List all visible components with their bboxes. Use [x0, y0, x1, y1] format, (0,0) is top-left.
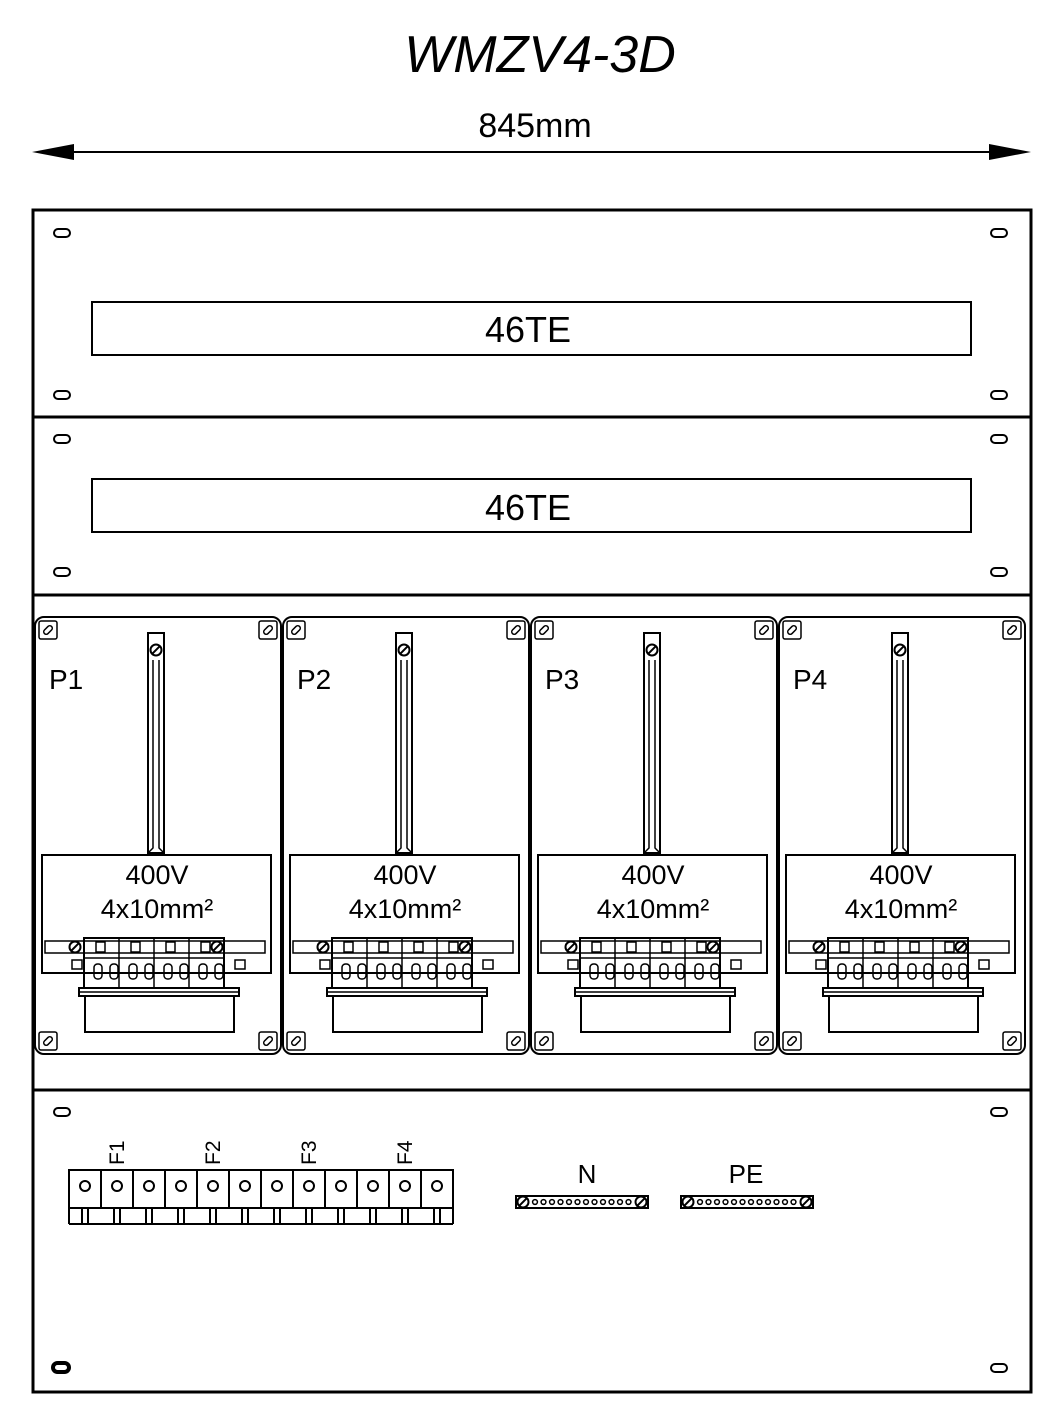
meter-panel-3: P3 400V 4x10mm² [530, 616, 778, 1055]
bottom-panel: F1 F2 F3 F4 N PE [51, 1107, 1008, 1374]
module-width-label-2: 46TE [485, 487, 571, 528]
width-dimension-arrow [32, 144, 1031, 160]
fuse-label-f3: F3 [298, 1140, 321, 1165]
meter-panel-id: P3 [545, 664, 579, 695]
meter-voltage-label: 400V [125, 860, 188, 890]
fuse-label-f2: F2 [202, 1140, 225, 1165]
meter-cable-label: 4x10mm² [845, 894, 958, 924]
meter-panel-id: P4 [793, 664, 827, 695]
meter-panel-4: P4 400V 4x10mm² [778, 616, 1026, 1055]
module-width-label-1: 46TE [485, 309, 571, 350]
meter-panel-id: P1 [49, 664, 83, 695]
fuse-label-f4: F4 [394, 1140, 417, 1165]
meter-voltage-label: 400V [373, 860, 436, 890]
earth-busbar-label: PE [729, 1159, 764, 1189]
meter-panel-1: P1 400V 4x10mm² [34, 616, 282, 1055]
top-panel-1: 46TE [53, 228, 1008, 400]
top-panel-2: 46TE [53, 434, 1008, 577]
neutral-busbar-label: N [578, 1159, 597, 1189]
din-rail-cover-2 [91, 478, 972, 533]
meter-voltage-label: 400V [869, 860, 932, 890]
cabinet-frame [31, 208, 1033, 1394]
width-dimension-label: 845mm [478, 107, 591, 145]
fuse-terminal-block [68, 1169, 454, 1225]
meter-voltage-label: 400V [621, 860, 684, 890]
meter-cable-label: 4x10mm² [597, 894, 710, 924]
meter-cable-label: 4x10mm² [101, 894, 214, 924]
diagram-title: WMZV4-3D [404, 26, 676, 84]
meter-cable-label: 4x10mm² [349, 894, 462, 924]
neutral-busbar [515, 1195, 649, 1209]
fuse-label-f1: F1 [106, 1140, 129, 1165]
meter-panel-2: P2 400V 4x10mm² [282, 616, 530, 1055]
din-rail-cover-1 [91, 301, 972, 356]
meter-panel-id: P2 [297, 664, 331, 695]
earth-busbar [680, 1195, 814, 1209]
